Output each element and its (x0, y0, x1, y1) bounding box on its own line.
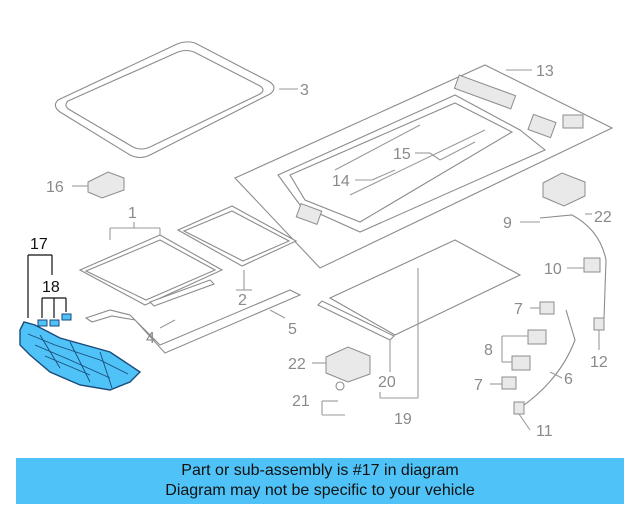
part-8-bracket-upper (527, 329, 547, 345)
part-1-glass-panels (78, 205, 298, 306)
callout-20: 20 (378, 374, 396, 391)
leader-11 (518, 413, 531, 431)
part-3-glass-seal (54, 41, 275, 159)
callout-15: 15 (393, 146, 411, 163)
leader-4 (159, 319, 176, 329)
part-22-motor-right (542, 172, 586, 207)
callout-10: 10 (544, 261, 562, 278)
part-6-drain-hose (519, 309, 576, 409)
part-19-sunshade (328, 239, 522, 336)
callout-22-left: 22 (288, 356, 306, 373)
part-22-motor-left (325, 346, 371, 383)
part-18-clip-2 (49, 319, 60, 327)
part-2-strip (149, 279, 215, 307)
part-10-clip (583, 257, 601, 273)
callout-16: 16 (46, 179, 64, 196)
part-21-screw (335, 381, 345, 391)
callout-17: 17 (30, 236, 48, 253)
callout-3: 3 (300, 82, 309, 99)
part-16-bracket (87, 171, 125, 199)
part-12-nozzle (593, 317, 605, 331)
part-7-clip-upper (539, 301, 555, 315)
callout-21: 21 (292, 393, 310, 410)
leader-6 (549, 371, 563, 379)
callout-5: 5 (288, 321, 297, 338)
part-11-nozzle (513, 401, 525, 415)
callout-4: 4 (146, 330, 155, 347)
part-18-clip-3 (61, 313, 72, 321)
callout-12: 12 (590, 354, 608, 371)
part-5-seal-rail (84, 289, 302, 354)
banner-line-2: Diagram may not be specific to your vehi… (165, 482, 475, 499)
callout-14: 14 (332, 173, 350, 190)
part-18-clip-1 (37, 319, 48, 327)
part-8-bracket-lower (511, 355, 531, 371)
callout-13: 13 (536, 63, 554, 80)
callout-2: 2 (238, 292, 247, 309)
callout-6: 6 (564, 371, 573, 388)
callout-19: 19 (394, 411, 412, 428)
leader-5 (269, 309, 286, 319)
part-20-rail (317, 300, 395, 341)
banner-line-1: Part or sub-assembly is #17 in diagram (181, 462, 459, 479)
info-banner: Part or sub-assembly is #17 in diagram D… (16, 458, 624, 504)
part-17-wind-deflector (19, 321, 142, 391)
part-17-hatch (27, 333, 129, 389)
callout-9: 9 (503, 215, 512, 232)
callout-11: 11 (536, 423, 553, 440)
callout-8: 8 (484, 342, 493, 359)
part-9-drain-hose (539, 214, 607, 319)
callout-7-upper: 7 (514, 301, 523, 318)
part-13-frame (234, 64, 614, 269)
callout-18: 18 (42, 279, 60, 296)
part-7-clip-lower (501, 376, 517, 390)
callout-22-right: 22 (594, 209, 612, 226)
callout-1: 1 (128, 205, 137, 222)
callout-7-lower: 7 (474, 377, 483, 394)
